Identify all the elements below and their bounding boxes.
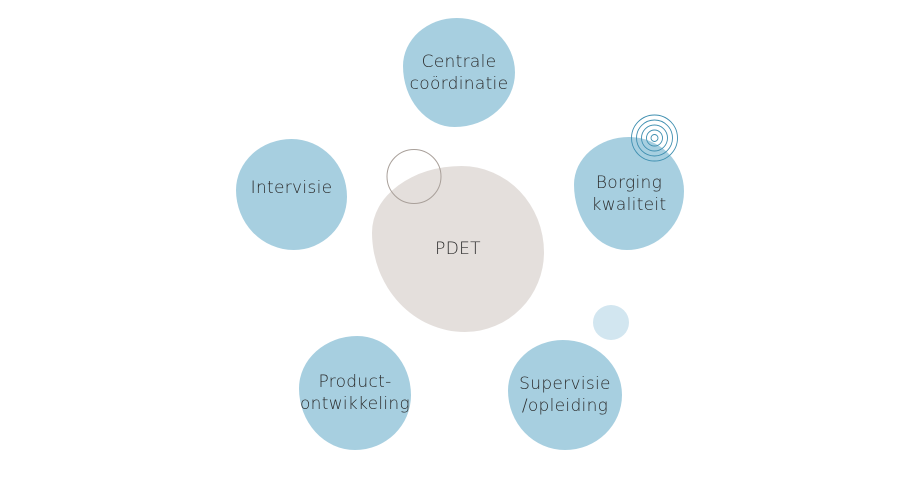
outline-circle-decoration bbox=[386, 149, 442, 204]
node-intervisie: Intervisie bbox=[236, 139, 347, 250]
concentric-rings-decoration bbox=[631, 114, 678, 162]
node-label: Borging kwaliteit bbox=[591, 172, 667, 215]
node-productontwikkeling: Product- ontwikkeling bbox=[299, 336, 411, 450]
node-label: Intervisie bbox=[250, 177, 333, 198]
small-circle-decoration bbox=[593, 305, 629, 340]
node-supervisie-opleiding: Supervisie /opleiding bbox=[508, 340, 622, 450]
node-label: Centrale coördinatie bbox=[409, 51, 509, 94]
center-node-label: PDET bbox=[435, 239, 481, 259]
node-label: Supervisie /opleiding bbox=[519, 374, 611, 416]
node-borging-kwaliteit: Borging kwaliteit bbox=[574, 137, 684, 250]
node-label: Product- ontwikkeling bbox=[299, 372, 411, 414]
center-node-pdet: PDET bbox=[372, 166, 544, 332]
node-centrale-coordinatie: Centrale coördinatie bbox=[403, 18, 515, 127]
